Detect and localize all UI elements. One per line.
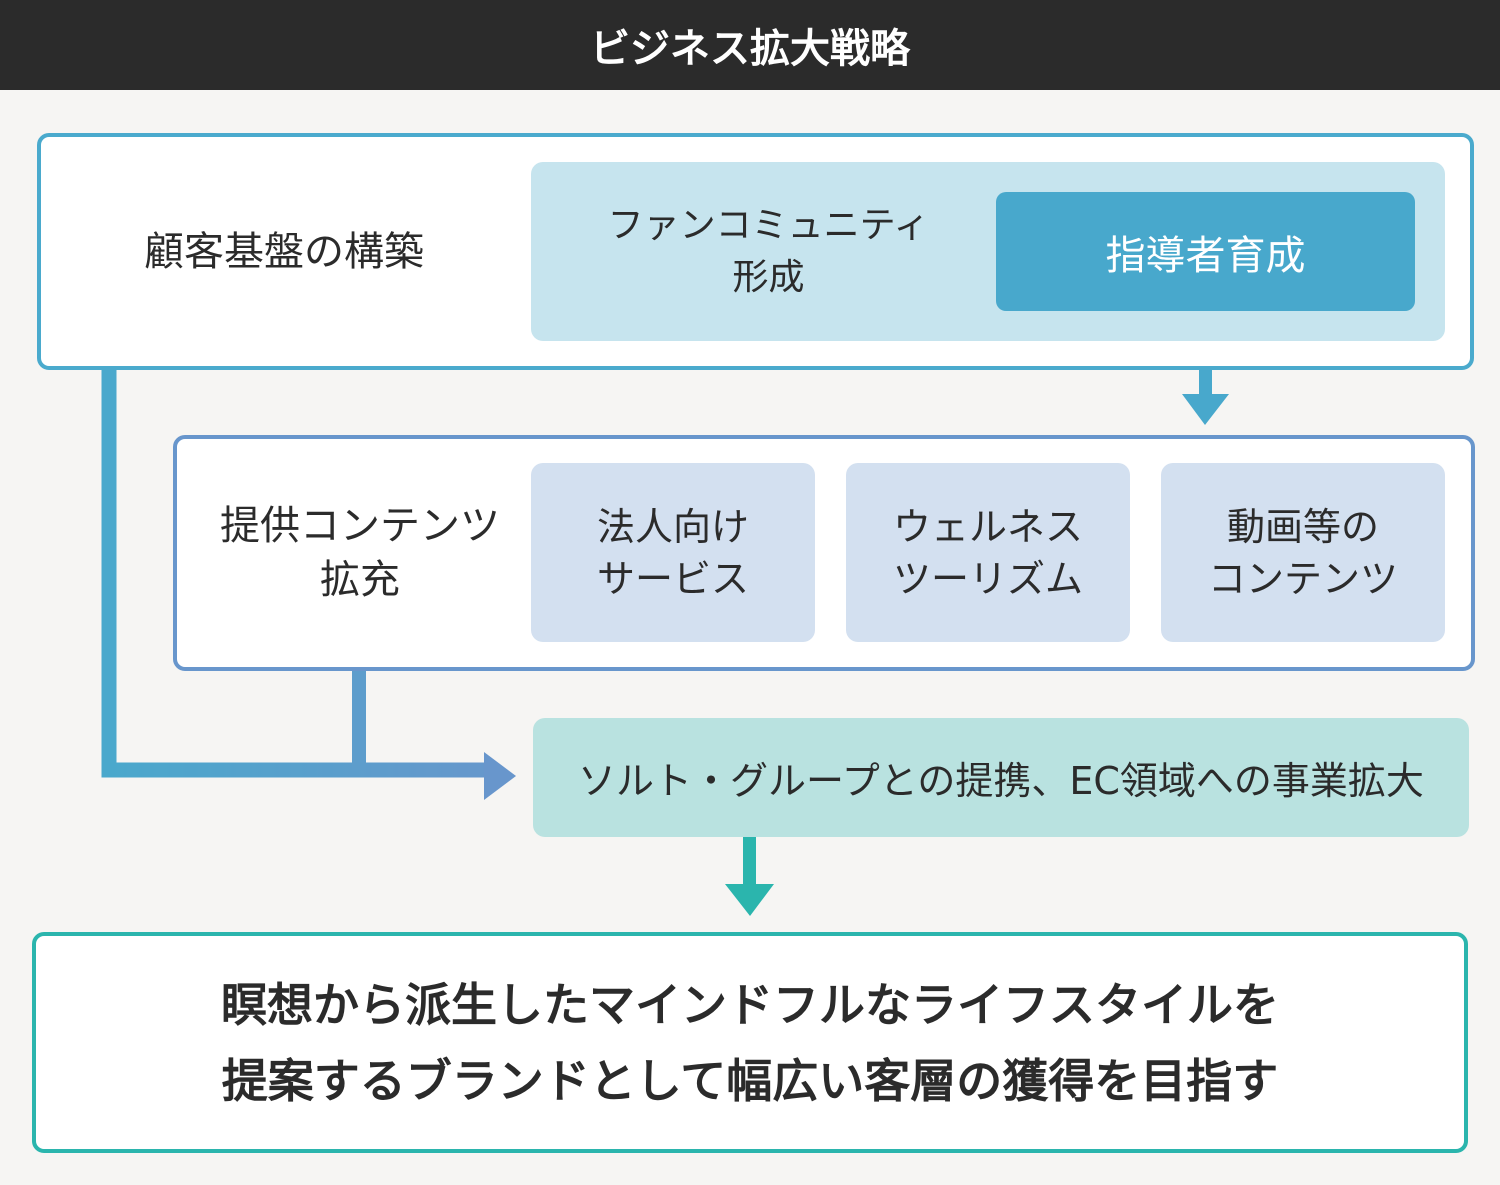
expansion-to-goal-line [743, 837, 756, 889]
arrow-down-icon [1182, 394, 1229, 425]
content-card-wellness: ウェルネス ツーリズム [846, 463, 1130, 642]
page-title: ビジネス拡大戦略 [0, 0, 1500, 90]
goal-text: 瞑想から派生したマインドフルなライフスタイルを 提案するブランドとして幅広い客層… [221, 977, 1279, 1108]
content-card-video: 動画等の コンテンツ [1161, 463, 1445, 642]
content-expansion-label: 提供コンテンツ 拡充 [220, 503, 500, 603]
goal-box [32, 932, 1468, 1153]
customer-base-label: 顧客基盤の構築 [144, 228, 424, 275]
leader-training-box: 指導者育成 [996, 192, 1415, 311]
business-expansion-box: ソルト・グループとの提携、EC領域への事業拡大 [533, 718, 1469, 837]
community-label: ファンコミュニティ 形成 [607, 204, 930, 298]
arrow-down-icon [725, 884, 774, 916]
arrow-right-icon [484, 752, 516, 800]
content-card-corporate: 法人向け サービス [531, 463, 815, 642]
